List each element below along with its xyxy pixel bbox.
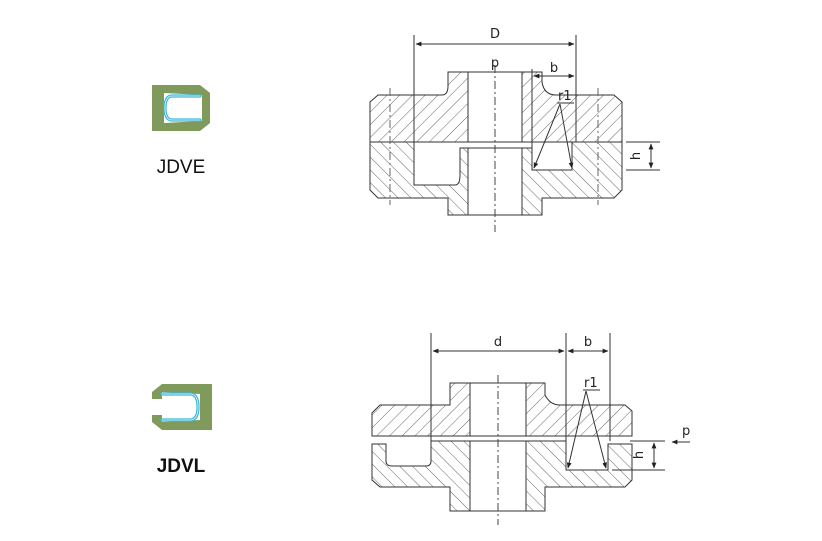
seal-label-jdvl: JDVL [156, 456, 206, 477]
dimension-h: h [632, 451, 647, 459]
dimension-d: d [494, 335, 502, 350]
dimension-b: b [550, 61, 558, 76]
seal-label-jdve: JDVE [156, 157, 206, 178]
dimension-D: D [490, 27, 500, 42]
dimension-h: h [629, 152, 644, 160]
pressure-label: p [682, 424, 690, 439]
radius-r1: r1 [558, 89, 572, 104]
housing-drawing-jdvl: d b r1 h p [371, 333, 690, 525]
radius-r1: r1 [584, 376, 598, 391]
dimension-b: b [584, 335, 592, 350]
pressure-label: p [491, 56, 499, 71]
seal-profile-jdve-icon [152, 85, 210, 131]
seal-profile-jdvl-icon [152, 384, 212, 430]
housing-drawing-jdve: D p b r1 h [369, 27, 660, 232]
